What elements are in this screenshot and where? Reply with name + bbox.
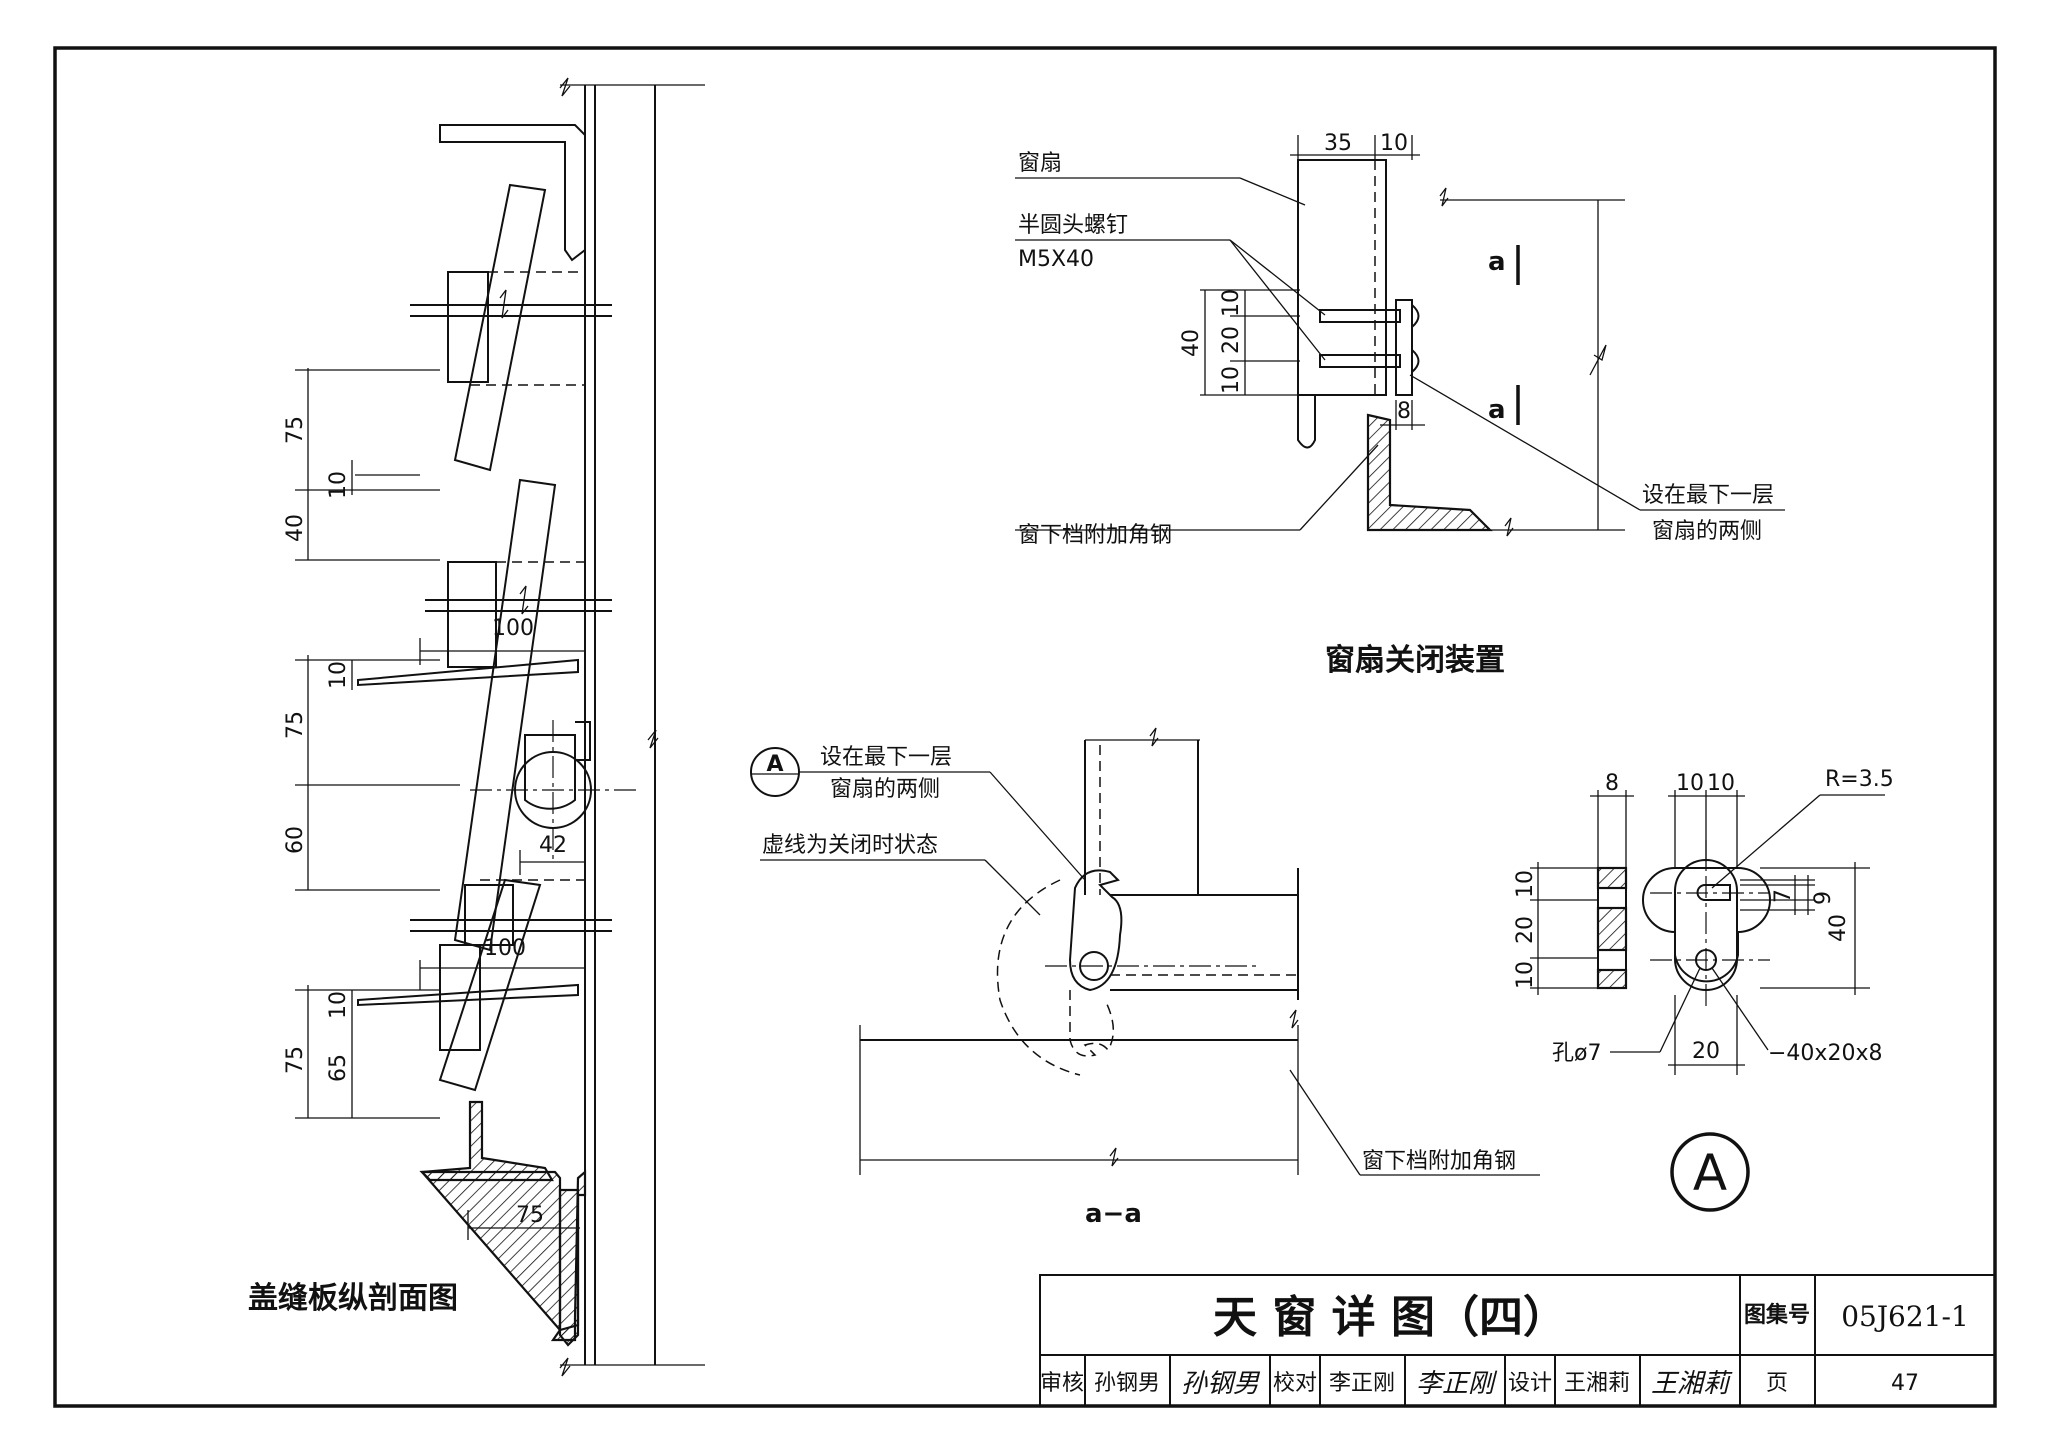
note-line-1: 设在最下一层 bbox=[1642, 483, 1774, 508]
design-label: 设计 bbox=[1508, 1371, 1552, 1396]
dim-text: 8 bbox=[1605, 771, 1619, 796]
angle-label: 窗下档附加角钢 bbox=[1018, 523, 1172, 548]
drawing-title: 天 窗 详 图（四） bbox=[1213, 1292, 1567, 1343]
dim-text: 42 bbox=[539, 833, 567, 858]
dim-text: 75 bbox=[283, 1046, 308, 1074]
aa-note-line-1: 设在最下一层 bbox=[820, 745, 952, 770]
dim-text: 75 bbox=[283, 416, 308, 444]
dim-text: 10 bbox=[326, 661, 351, 689]
sheet-border bbox=[53, 46, 1997, 1408]
aa-note-line-2: 窗扇的两侧 bbox=[830, 777, 940, 802]
closing-device-caption: 窗扇关闭装置 bbox=[1325, 643, 1505, 678]
left-section-dims: 75 10 40 100 10 75 60 42 100 10 75 65 75 bbox=[283, 416, 567, 1228]
detail-a-text: 8 10 10 10 20 10 7 9 40 20 R=3.5 孔ø7 −40… bbox=[1513, 767, 1894, 1202]
closing-device-text: 35 10 10 20 10 40 8 窗扇 半圆头螺钉 M5X40 窗下档附加… bbox=[1018, 131, 1774, 678]
section-a-a-text: A 设在最下一层 窗扇的两侧 虚线为关闭时状态 窗下档附加角钢 a−a bbox=[762, 745, 1516, 1229]
dim-text: 100 bbox=[484, 936, 526, 961]
title-block-text: 天 窗 详 图（四） 图集号 05J621-1 审核 孙钢男 孙钢男 校对 李正… bbox=[1040, 1292, 1969, 1399]
section-mark-a-top: a bbox=[1488, 247, 1506, 277]
dim-text: 60 bbox=[283, 826, 308, 854]
dim-text: 40 bbox=[283, 514, 308, 542]
dim-text: 20 bbox=[1513, 916, 1538, 944]
check-label: 校对 bbox=[1273, 1371, 1317, 1396]
section-mark-a-bottom: a bbox=[1488, 395, 1506, 425]
checker-name: 李正刚 bbox=[1329, 1371, 1395, 1396]
aa-angle-label: 窗下档附加角钢 bbox=[1362, 1149, 1516, 1174]
dim-text: 10 bbox=[326, 471, 351, 499]
dim-text: 20 bbox=[1219, 326, 1244, 354]
dim-text: 10 bbox=[1513, 870, 1538, 898]
atlas-number: 05J621-1 bbox=[1841, 1300, 1969, 1333]
designer-signature: 王湘莉 bbox=[1651, 1369, 1733, 1399]
sash-closing-device bbox=[1015, 135, 1785, 537]
dim-text: 9 bbox=[1811, 891, 1836, 905]
dim-text: 10 bbox=[326, 991, 351, 1019]
detail-a bbox=[1530, 790, 1885, 1212]
dim-text: 10 bbox=[1219, 289, 1244, 317]
screw-spec-label: M5X40 bbox=[1018, 247, 1094, 272]
left-section-caption: 盖缝板纵剖面图 bbox=[248, 1281, 458, 1316]
dim-text: 8 bbox=[1397, 399, 1411, 424]
title-block bbox=[1039, 1274, 1996, 1407]
dim-text: 75 bbox=[516, 1203, 544, 1228]
dim-text: 10 bbox=[1219, 366, 1244, 394]
hole-label: 孔ø7 bbox=[1552, 1041, 1601, 1066]
plate-label: −40x20x8 bbox=[1768, 1041, 1882, 1066]
atlas-label: 图集号 bbox=[1744, 1302, 1810, 1328]
dim-text: 10 bbox=[1380, 131, 1408, 156]
dim-text: 10 bbox=[1707, 771, 1735, 796]
dim-text: 65 bbox=[326, 1054, 351, 1082]
dim-text: 7 bbox=[1771, 889, 1796, 903]
dim-text: 40 bbox=[1179, 329, 1204, 357]
designer-name: 王湘莉 bbox=[1564, 1371, 1630, 1396]
cover-plate-longitudinal-section bbox=[295, 77, 705, 1377]
dim-text: 35 bbox=[1324, 131, 1352, 156]
dim-text: 40 bbox=[1826, 914, 1851, 942]
detail-letter: A bbox=[1693, 1144, 1727, 1202]
screw-name-label: 半圆头螺钉 bbox=[1018, 213, 1128, 238]
section-a-a-caption: a−a bbox=[1085, 1199, 1142, 1229]
reviewer-signature: 孙钢男 bbox=[1181, 1369, 1261, 1399]
sash-label: 窗扇 bbox=[1018, 151, 1062, 176]
dim-text: 10 bbox=[1513, 961, 1538, 989]
dim-text: 100 bbox=[492, 616, 534, 641]
checker-signature: 李正刚 bbox=[1416, 1369, 1498, 1399]
dim-text: 75 bbox=[283, 711, 308, 739]
page-number: 47 bbox=[1891, 1371, 1919, 1396]
callout-letter: A bbox=[766, 752, 783, 777]
page-label: 页 bbox=[1766, 1371, 1788, 1396]
dim-text: 10 bbox=[1676, 771, 1704, 796]
dashed-note: 虚线为关闭时状态 bbox=[762, 833, 938, 858]
radius-label: R=3.5 bbox=[1825, 767, 1894, 792]
reviewer-name: 孙钢男 bbox=[1094, 1371, 1160, 1396]
section-a-a bbox=[750, 727, 1540, 1176]
note-line-2: 窗扇的两侧 bbox=[1652, 519, 1762, 544]
dim-text: 20 bbox=[1692, 1039, 1720, 1064]
review-label: 审核 bbox=[1040, 1371, 1084, 1396]
